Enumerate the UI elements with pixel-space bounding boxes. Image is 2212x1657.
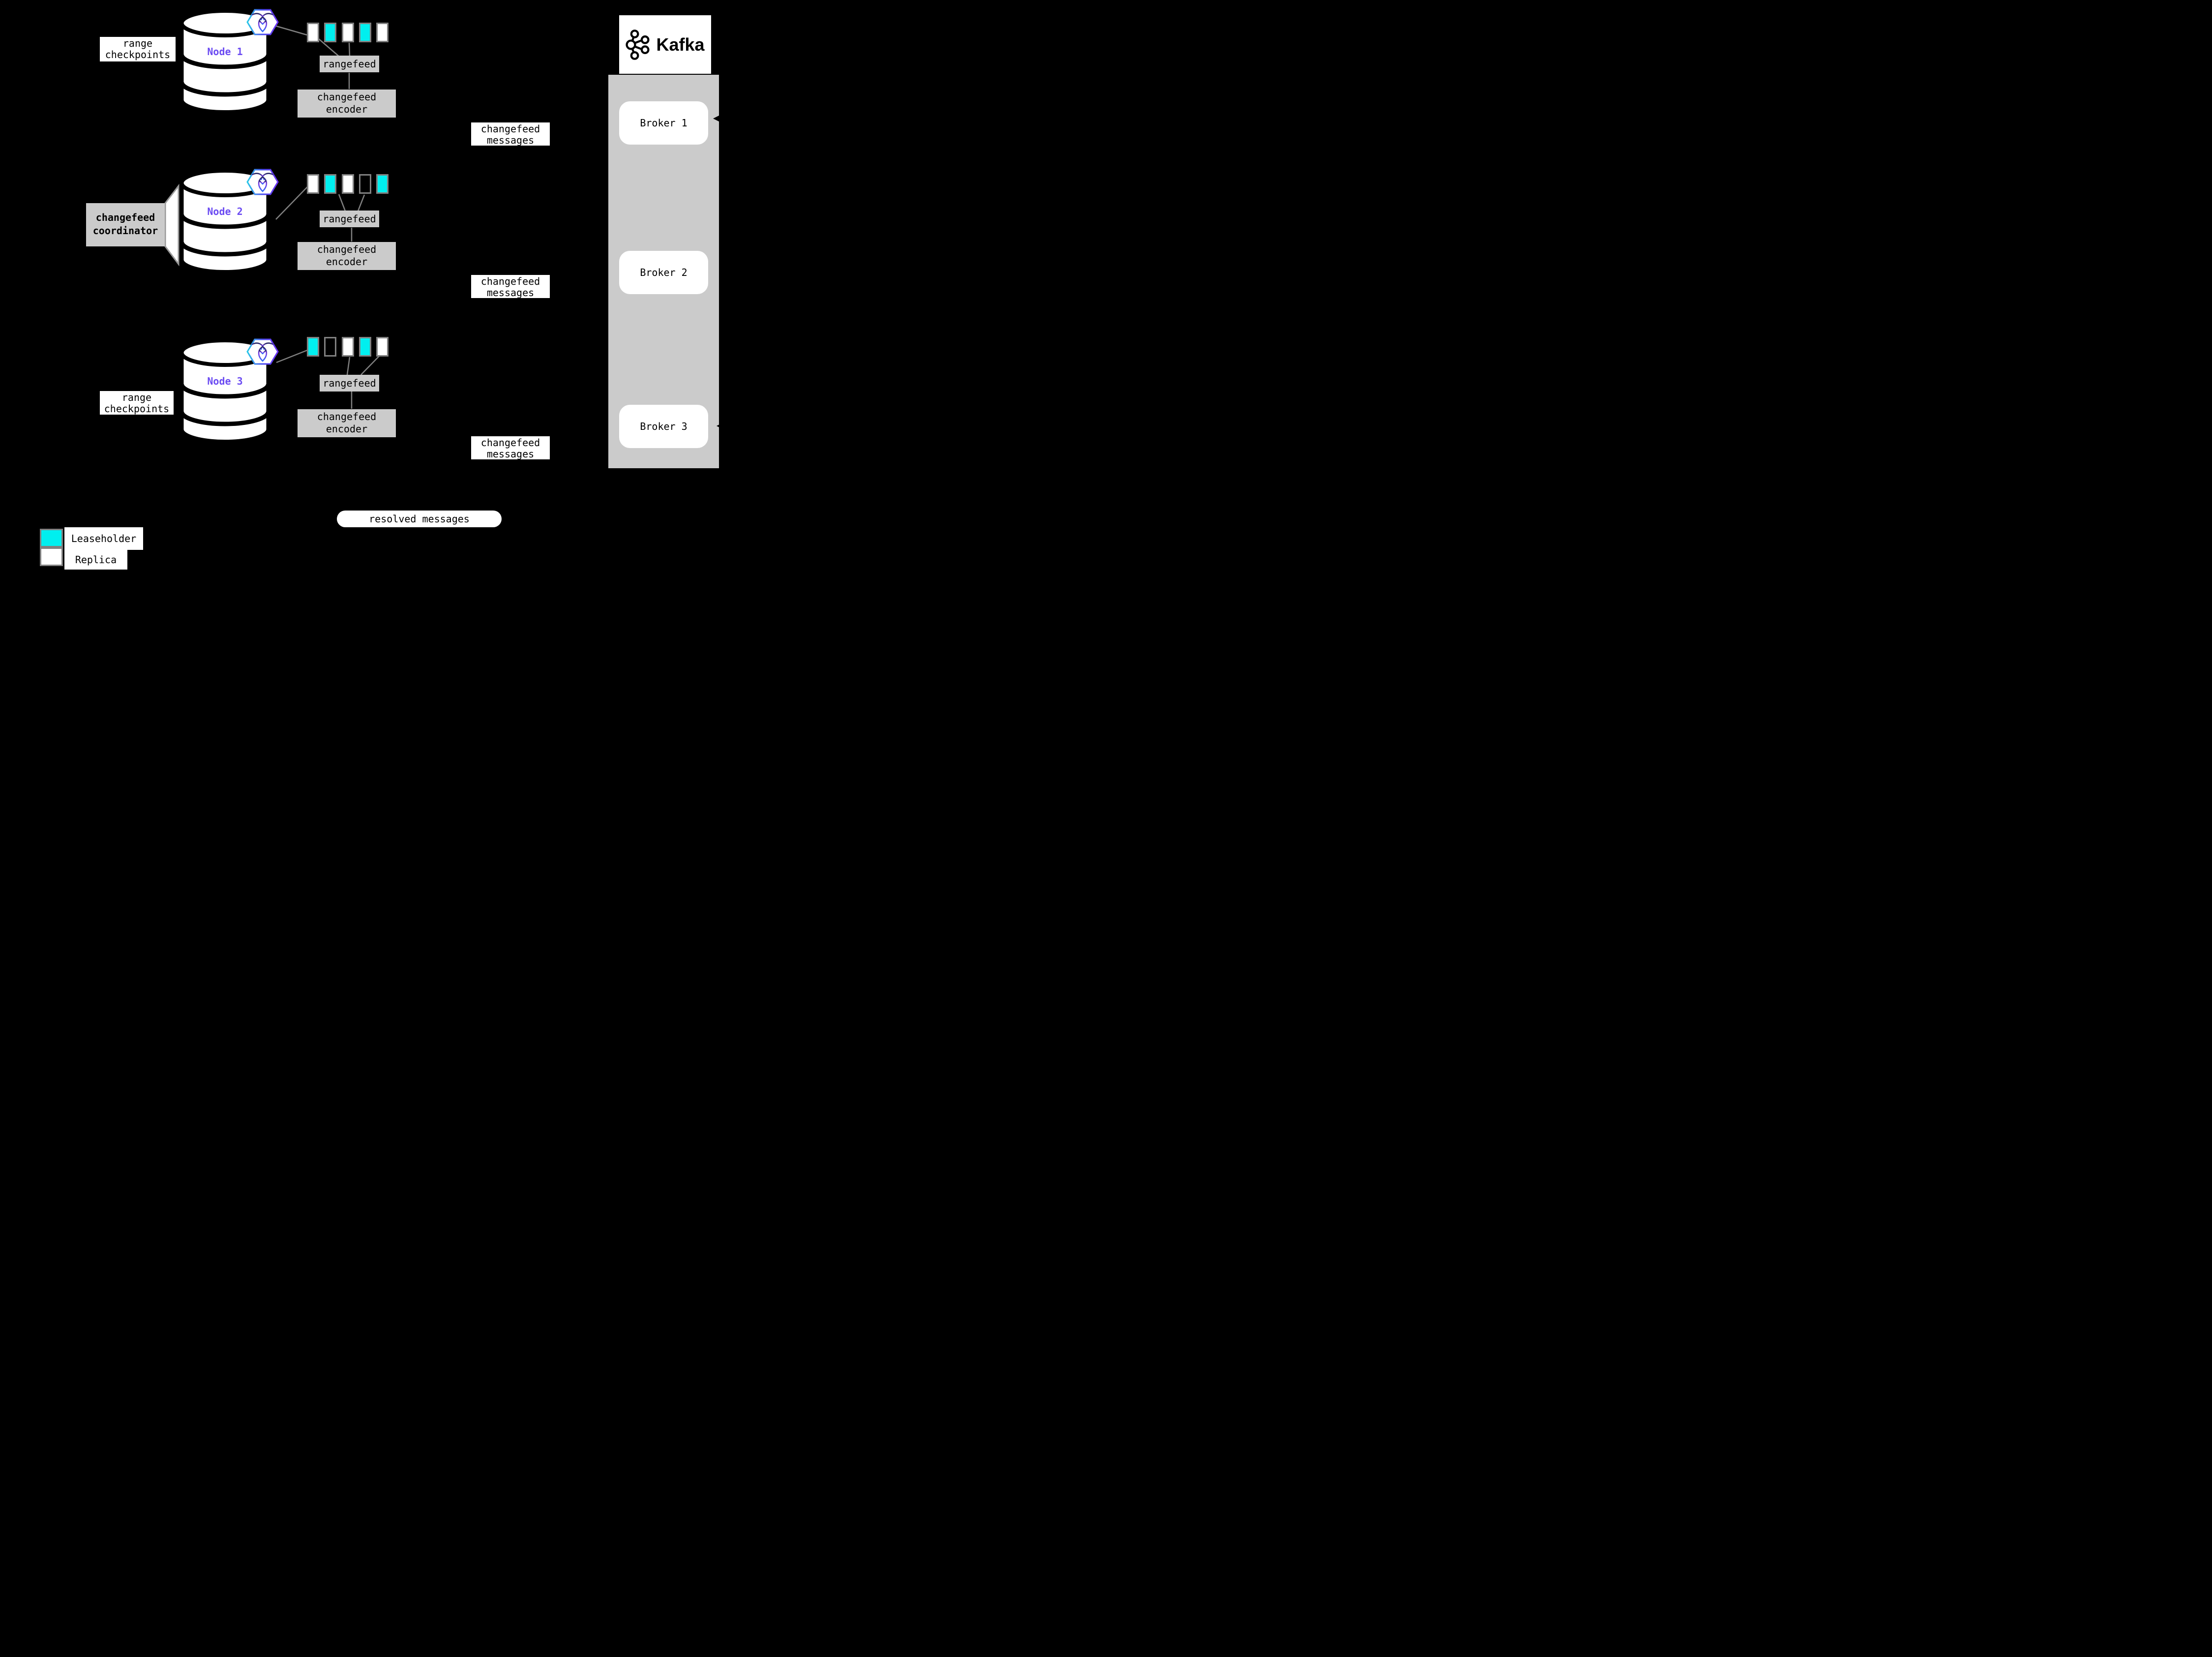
kafka-broker-container: Broker 1 Broker 2 Broker 3 <box>608 75 719 468</box>
changefeed-messages-line2: messages <box>486 134 535 146</box>
node2-connectors <box>275 186 365 241</box>
range-replica <box>341 174 354 194</box>
node3-changefeed-encoder-box: changefeed encoder <box>298 409 396 437</box>
range-leaseholder <box>376 174 389 194</box>
changefeed-messages-label-1: changefeed messages <box>471 122 550 146</box>
node3-range-row <box>307 337 389 357</box>
range-leaseholder <box>307 337 319 357</box>
range-checkpoints-line2: checkpoints <box>105 49 171 60</box>
changefeed-messages-label-2: changefeed messages <box>471 275 550 299</box>
range-replica <box>307 174 319 194</box>
node1-rangefeed-box: rangefeed <box>320 56 379 72</box>
range-checkpoints-line2: checkpoints <box>104 403 170 415</box>
resolved-messages-label: resolved messages <box>337 511 502 527</box>
node2-range-row <box>307 174 389 194</box>
node3-database-cylinder: Node 3 <box>179 339 270 443</box>
encoder-label-line2: encoder <box>326 103 368 115</box>
node3-label: Node 3 <box>207 375 242 387</box>
encoder-label-line1: changefeed <box>317 411 377 422</box>
encoder-label-line1: changefeed <box>317 243 377 255</box>
coordinator-label-line1: changefeed <box>95 211 155 223</box>
broker-2: Broker 2 <box>619 251 708 294</box>
legend-replica-swatch <box>40 547 63 566</box>
range-empty <box>359 174 371 194</box>
range-replica <box>376 337 389 357</box>
legend-leaseholder-label: Leaseholder <box>64 527 143 550</box>
changefeed-messages-label-3: changefeed messages <box>471 436 550 460</box>
changefeed-coordinator-box: changefeed coordinator <box>86 203 165 246</box>
range-leaseholder <box>324 23 337 42</box>
kafka-icon <box>626 29 650 60</box>
kafka-logo-box: Kafka <box>619 15 711 74</box>
changefeed-messages-line2: messages <box>486 287 535 299</box>
node1-range-row <box>307 23 389 42</box>
node1-range-checkpoints-label: range checkpoints <box>100 37 176 61</box>
message-arrowheads <box>713 116 719 427</box>
range-empty <box>324 337 337 357</box>
range-leaseholder <box>324 174 337 194</box>
legend-replica-label: Replica <box>64 550 127 570</box>
broker-3: Broker 3 <box>619 405 708 448</box>
connector-lines <box>164 25 380 409</box>
changefeed-messages-line1: changefeed <box>480 275 540 287</box>
node3-range-checkpoints-label: range checkpoints <box>100 391 174 415</box>
cockroachdb-logo-icon <box>246 338 279 365</box>
node2-database-cylinder: Node 2 <box>179 170 270 273</box>
range-replica <box>341 23 354 42</box>
coordinator-label-line2: coordinator <box>92 225 158 237</box>
coordinator-funnel-shape <box>164 183 179 267</box>
range-replica <box>307 23 319 42</box>
kafka-title: Kafka <box>656 34 705 55</box>
range-replica <box>341 337 354 357</box>
range-leaseholder <box>359 23 371 42</box>
node2-label: Node 2 <box>207 206 242 217</box>
node1-connectors <box>274 25 351 89</box>
encoder-label-line1: changefeed <box>317 91 377 103</box>
changefeed-messages-line1: changefeed <box>480 437 540 449</box>
range-replica <box>376 23 389 42</box>
node1-database-cylinder: Node 1 <box>179 10 270 113</box>
changefeed-architecture-diagram: Node 1 Node 2 Node 3 <box>0 0 771 577</box>
range-checkpoints-line1: range <box>122 37 153 49</box>
broker-1: Broker 1 <box>619 101 708 145</box>
node2-changefeed-encoder-box: changefeed encoder <box>298 242 396 270</box>
node3-rangefeed-box: rangefeed <box>320 375 379 392</box>
cockroachdb-logo-icon <box>246 9 279 35</box>
changefeed-messages-line1: changefeed <box>480 123 540 135</box>
changefeed-messages-line2: messages <box>486 448 535 460</box>
range-leaseholder <box>359 337 371 357</box>
range-checkpoints-line1: range <box>121 392 152 403</box>
node2-rangefeed-box: rangefeed <box>320 211 379 227</box>
encoder-label-line2: encoder <box>326 423 368 435</box>
node1-changefeed-encoder-box: changefeed encoder <box>298 90 396 118</box>
cockroachdb-logo-icon <box>246 169 279 195</box>
node1-label: Node 1 <box>207 46 242 58</box>
node3-connectors <box>276 349 380 409</box>
encoder-label-line2: encoder <box>326 256 368 268</box>
legend-leaseholder-swatch <box>40 529 63 547</box>
